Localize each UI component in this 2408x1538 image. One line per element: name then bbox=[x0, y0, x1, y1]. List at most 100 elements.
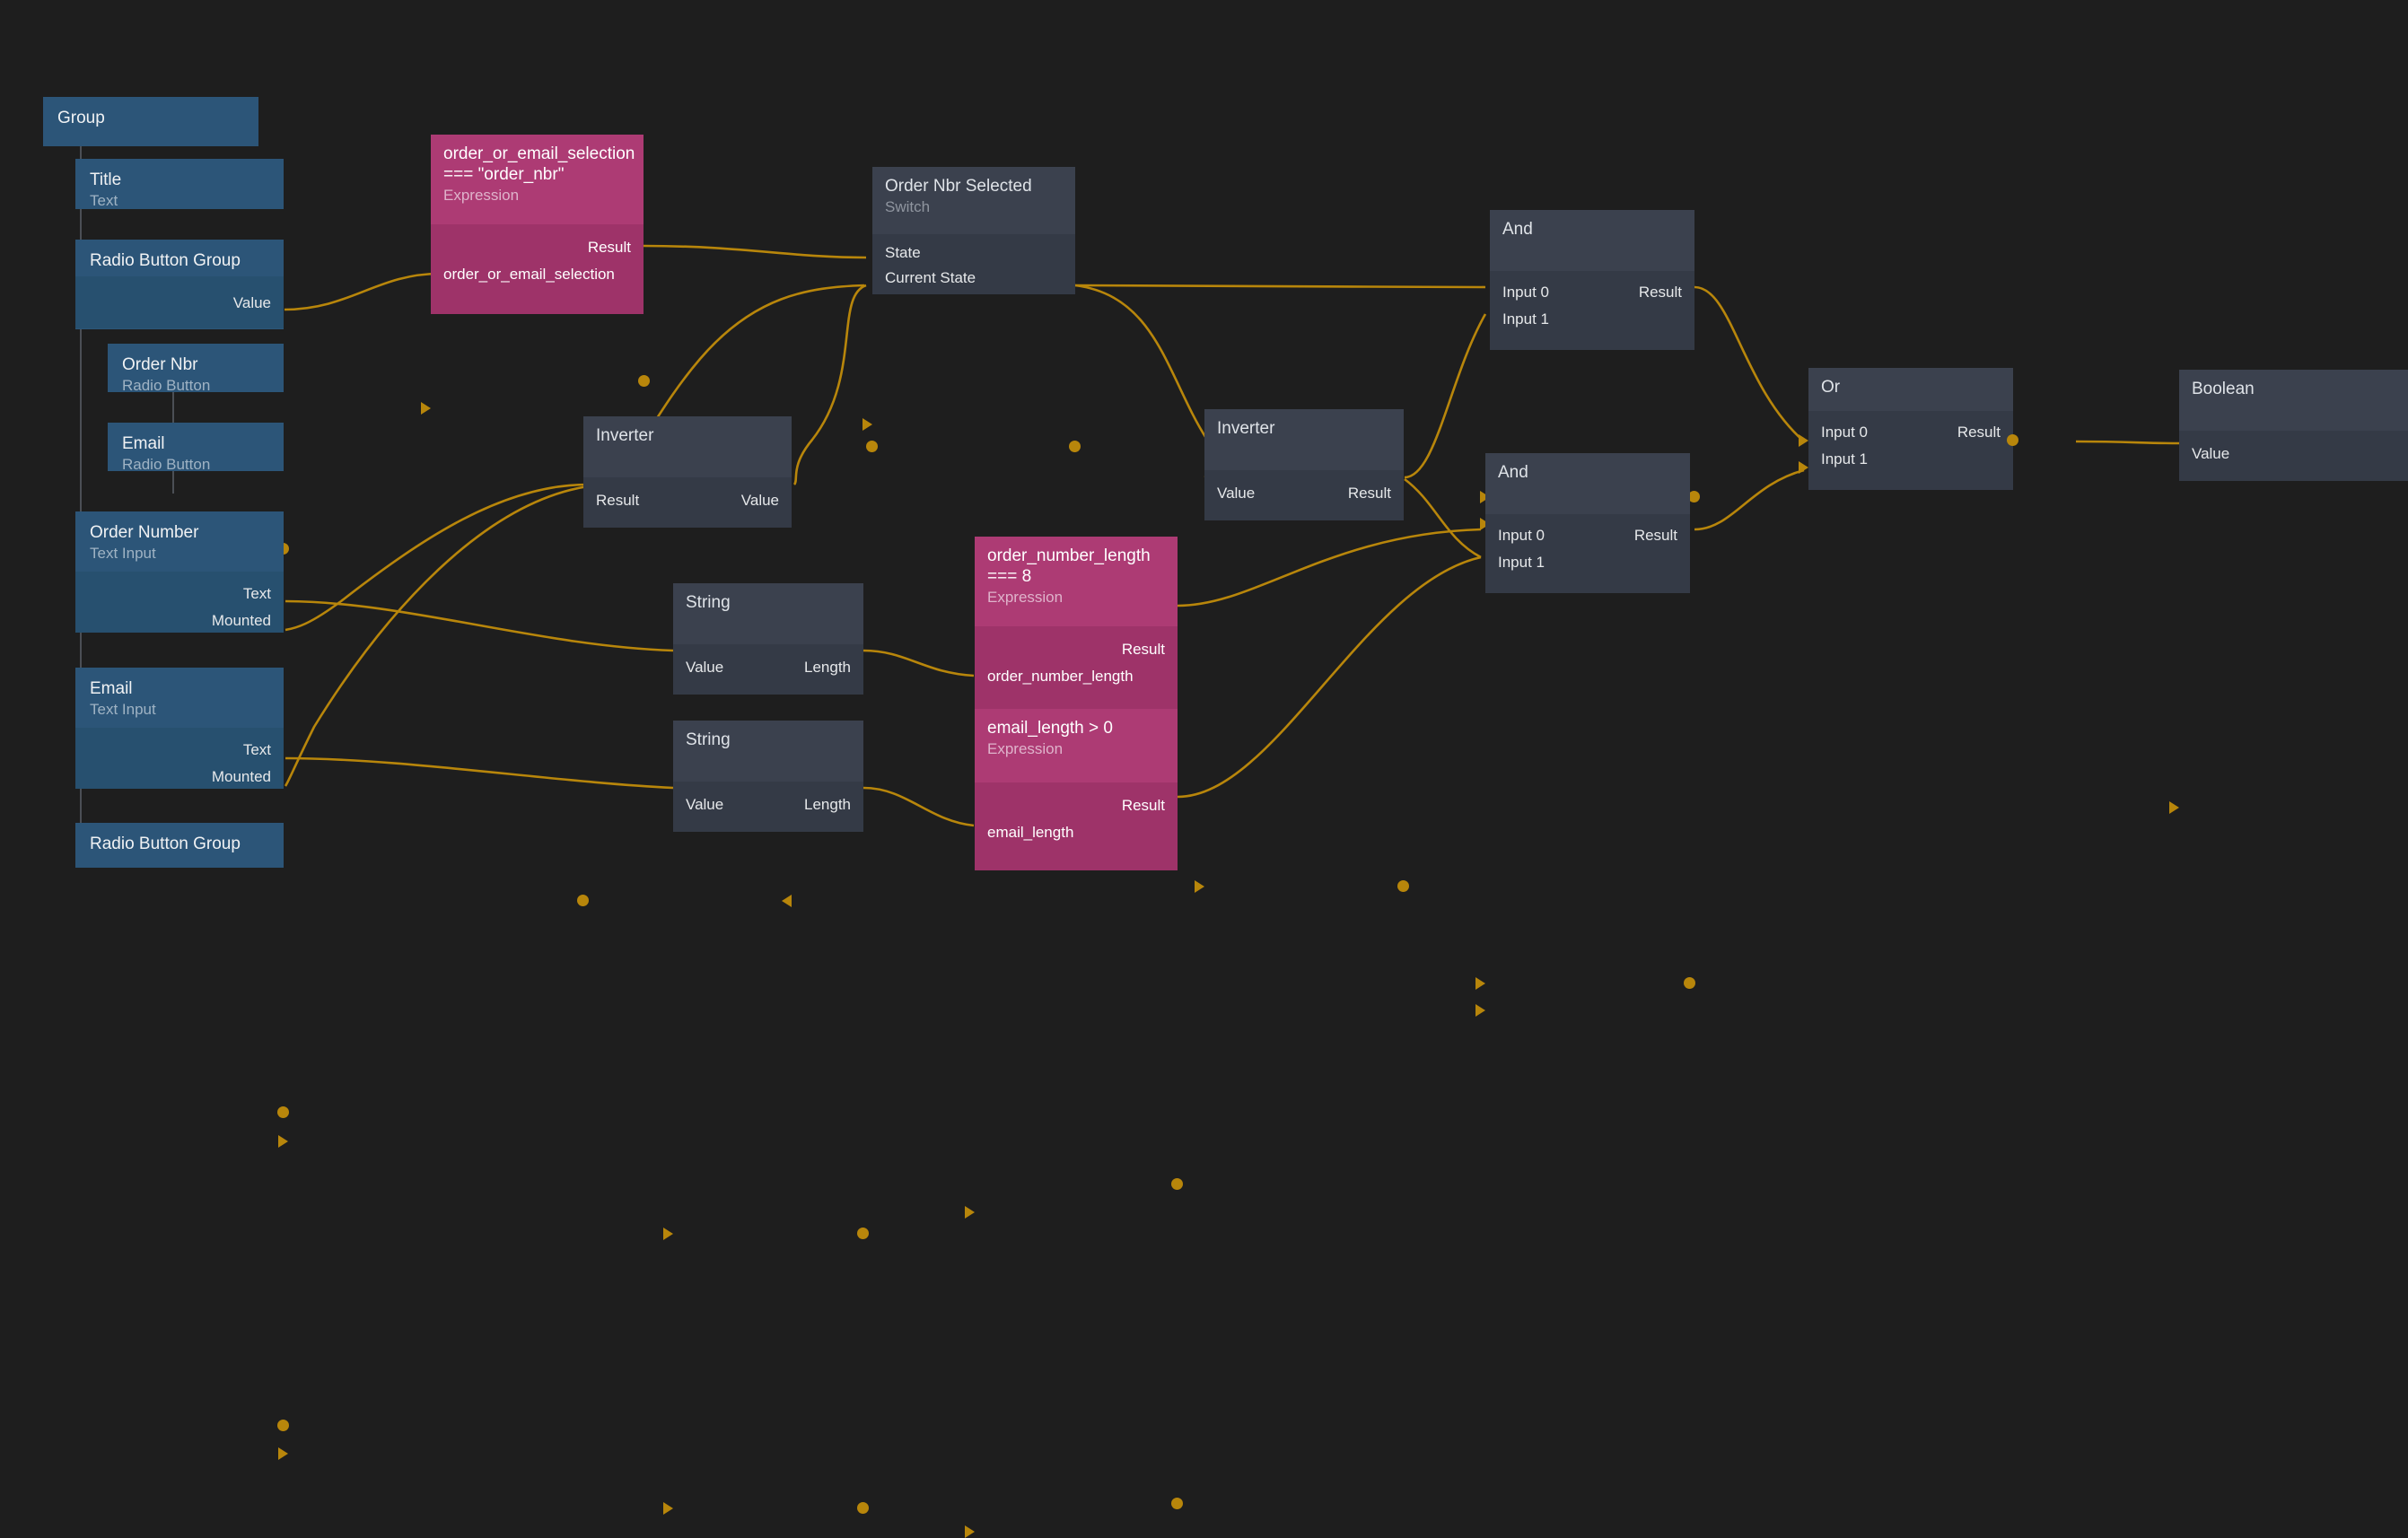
tree-node-email-radio-title: Email bbox=[122, 433, 269, 454]
port-boolean-value-label: Value bbox=[2192, 445, 2229, 462]
port-and-2-result[interactable]: Result bbox=[1473, 521, 1690, 549]
port-arrow-email-mounted[interactable] bbox=[278, 1447, 288, 1460]
inverter-2-title: Inverter bbox=[1217, 418, 1391, 439]
tree-node-rbg-body: Value bbox=[75, 276, 284, 328]
inverter-2-header: Inverter bbox=[1204, 409, 1404, 470]
port-or-1-input-1[interactable]: Input 1 bbox=[1808, 445, 2026, 473]
port-ordernum-mounted[interactable]: Mounted bbox=[63, 607, 284, 634]
port-arrow-and-2-input-1[interactable] bbox=[1475, 1004, 1485, 1017]
tree-node-order-number-body: Text Mounted bbox=[75, 572, 284, 633]
graph-node-inverter-1[interactable]: Inverter Result Value bbox=[583, 416, 792, 510]
port-and-1-input-1[interactable]: Input 1 bbox=[1490, 305, 1707, 333]
port-arrow-or-1-input-0[interactable] bbox=[1799, 434, 1808, 447]
expr-onl-title: order_number_length === 8 bbox=[987, 546, 1165, 587]
port-switch-current-state[interactable]: Current State bbox=[872, 264, 1088, 292]
port-dot-email-text[interactable] bbox=[277, 1420, 289, 1431]
port-dot-string-1-length[interactable] bbox=[857, 1228, 869, 1239]
port-string-2-length[interactable]: Length bbox=[661, 791, 863, 818]
port-expr-el-result[interactable]: Result bbox=[962, 791, 1178, 819]
port-arrow-string-2-value[interactable] bbox=[663, 1502, 673, 1515]
port-arrow-inverter-2-value[interactable] bbox=[1195, 880, 1204, 893]
port-arrow-switch-state[interactable] bbox=[863, 418, 872, 431]
port-inverter-2-result-label: Result bbox=[1348, 485, 1391, 502]
port-arrow-expr-onl-input[interactable] bbox=[965, 1206, 975, 1219]
port-and-1-result[interactable]: Result bbox=[1477, 278, 1694, 306]
port-expr-onl-input[interactable]: order_number_length bbox=[975, 662, 1190, 690]
graph-node-string-2[interactable]: String Value Length bbox=[673, 721, 863, 814]
tree-node-email-radio-header: Email Radio Button bbox=[108, 423, 284, 483]
port-arrow-boolean-value[interactable] bbox=[2169, 801, 2179, 814]
tree-node-group[interactable]: Group bbox=[43, 97, 258, 146]
tree-node-email-input[interactable]: Email Text Input Text Mounted bbox=[75, 668, 284, 781]
expr-selection-body: Result order_or_email_selection bbox=[431, 224, 644, 314]
port-and-2-input-1[interactable]: Input 1 bbox=[1485, 548, 1703, 576]
node-graph-canvas[interactable]: Group Title Text Radio Button Group Valu… bbox=[0, 0, 2408, 868]
port-dot-expr-onl-result[interactable] bbox=[1171, 1178, 1183, 1190]
port-email-mounted[interactable]: Mounted bbox=[63, 763, 284, 791]
tree-node-email-input-type: Text Input bbox=[90, 700, 269, 719]
tree-node-order-nbr[interactable]: Order Nbr Radio Button bbox=[108, 344, 284, 392]
port-expr-selection-input-label: order_or_email_selection bbox=[443, 266, 615, 283]
tree-node-rbg-title: Radio Button Group bbox=[90, 250, 269, 271]
port-dot-ordernum-text[interactable] bbox=[277, 1106, 289, 1118]
port-boolean-value[interactable]: Value bbox=[2179, 440, 2408, 468]
port-dot-or-1-result[interactable] bbox=[2007, 434, 2018, 446]
switch-subtitle: Switch bbox=[885, 197, 1063, 216]
port-or-1-result[interactable]: Result bbox=[1796, 418, 2013, 446]
graph-node-expression-email-length[interactable]: email_length > 0 Expression Result email… bbox=[975, 709, 1178, 852]
port-rbg-value-label: Value bbox=[233, 294, 271, 311]
tree-node-order-number[interactable]: Order Number Text Input Text Mounted bbox=[75, 511, 284, 625]
expr-el-title: email_length > 0 bbox=[987, 718, 1165, 738]
port-dot-inverter-2-result[interactable] bbox=[1397, 880, 1409, 892]
port-dot-and-2-result[interactable] bbox=[1684, 977, 1695, 989]
port-dot-inverter-1-result[interactable] bbox=[577, 895, 589, 906]
graph-node-string-1[interactable]: String Value Length bbox=[673, 583, 863, 677]
or-1-title: Or bbox=[1821, 377, 2001, 398]
graph-node-boolean[interactable]: Boolean Value bbox=[2179, 370, 2408, 463]
tree-node-radio-button-group[interactable]: Radio Button Group Value bbox=[75, 240, 284, 329]
tree-node-title[interactable]: Title Text bbox=[75, 159, 284, 209]
expr-el-header: email_length > 0 Expression bbox=[975, 709, 1178, 782]
port-expr-el-input-label: email_length bbox=[987, 824, 1073, 841]
graph-node-and-1[interactable]: And Input 0 Input 1 Result bbox=[1490, 210, 1694, 332]
port-inverter-2-result[interactable]: Result bbox=[1192, 479, 1404, 507]
graph-node-expression-order-number-length[interactable]: order_number_length === 8 Expression Res… bbox=[975, 537, 1178, 698]
port-dot-switch-current-state-in[interactable] bbox=[866, 441, 878, 452]
port-arrow-string-1-value[interactable] bbox=[663, 1228, 673, 1240]
tree-node-radio-button-group-2[interactable]: Radio Button Group bbox=[75, 823, 284, 868]
port-expr-onl-result[interactable]: Result bbox=[962, 635, 1178, 663]
port-string-1-length[interactable]: Length bbox=[661, 653, 863, 681]
port-dot-expr-el-result[interactable] bbox=[1171, 1498, 1183, 1509]
port-expr-el-input[interactable]: email_length bbox=[975, 818, 1190, 846]
port-dot-string-2-length[interactable] bbox=[857, 1502, 869, 1514]
expr-el-subtitle: Expression bbox=[987, 739, 1165, 758]
tree-node-order-number-header: Order Number Text Input bbox=[75, 511, 284, 572]
port-arrow-ordernum-mounted[interactable] bbox=[278, 1135, 288, 1148]
port-email-text[interactable]: Text bbox=[63, 736, 284, 764]
port-switch-state[interactable]: State bbox=[872, 239, 1088, 267]
graph-node-switch-order-nbr-selected[interactable]: Order Nbr Selected Switch State Current … bbox=[872, 167, 1075, 276]
graph-node-expression-selection[interactable]: order_or_email_selection === "order_nbr"… bbox=[431, 135, 644, 296]
port-arrow-inverter-1-value[interactable] bbox=[782, 895, 792, 907]
port-rbg-value[interactable]: Value bbox=[63, 289, 284, 317]
port-expr-selection-result[interactable]: Result bbox=[418, 233, 644, 261]
graph-node-inverter-2[interactable]: Inverter Value Result bbox=[1204, 409, 1404, 502]
port-expr-onl-input-label: order_number_length bbox=[987, 668, 1134, 685]
port-inverter-1-value[interactable]: Value bbox=[571, 486, 792, 514]
tree-node-email-radio[interactable]: Email Radio Button bbox=[108, 423, 284, 471]
port-dot-switch-current-state-out[interactable] bbox=[1069, 441, 1081, 452]
tree-node-email-input-body: Text Mounted bbox=[75, 728, 284, 789]
string-2-title: String bbox=[686, 730, 851, 750]
switch-title: Order Nbr Selected bbox=[885, 176, 1063, 197]
port-expr-selection-input[interactable]: order_or_email_selection bbox=[431, 260, 656, 288]
switch-body: State Current State bbox=[872, 234, 1075, 294]
port-arrow-expr-el-input[interactable] bbox=[965, 1525, 975, 1538]
port-ordernum-text[interactable]: Text bbox=[63, 580, 284, 607]
port-arrow-expr-selection-input[interactable] bbox=[421, 402, 431, 415]
port-arrow-and-2-input-0[interactable] bbox=[1475, 977, 1485, 990]
graph-node-and-2[interactable]: And Input 0 Input 1 Result bbox=[1485, 453, 1690, 575]
port-or-1-input-1-label: Input 1 bbox=[1821, 450, 1868, 468]
port-arrow-or-1-input-1[interactable] bbox=[1799, 461, 1808, 474]
tree-node-order-nbr-type: Radio Button bbox=[122, 376, 269, 395]
port-dot-expr-selection-result[interactable] bbox=[638, 375, 650, 387]
